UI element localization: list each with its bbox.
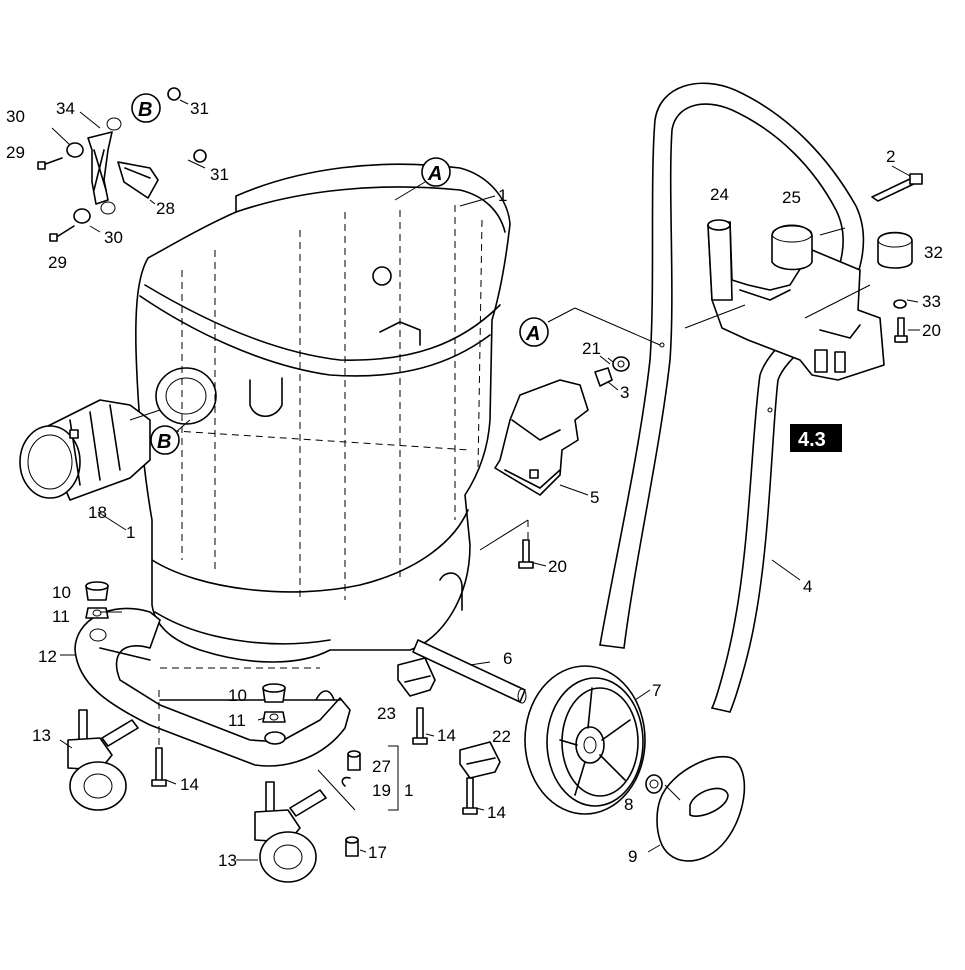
label-part-19: 19 bbox=[372, 781, 391, 800]
label-part-12: 12 bbox=[38, 647, 57, 666]
label-part-8: 8 bbox=[624, 795, 633, 814]
label-part-11-left: 11 bbox=[52, 607, 70, 626]
label-part-31-upper: 31 bbox=[190, 99, 209, 118]
label-part-13-upper: 13 bbox=[32, 726, 51, 745]
hose-connector bbox=[19, 399, 161, 501]
label-part-25: 25 bbox=[782, 188, 801, 207]
label-part-34: 34 bbox=[56, 99, 75, 118]
bolts-14 bbox=[151, 539, 534, 815]
part-number-labels: 1 2 3 4 5 6 7 8 9 10 11 12 13 14 10 11 2… bbox=[6, 99, 943, 870]
label-part-11-center: 11 bbox=[228, 711, 246, 730]
label-part-10-center: 10 bbox=[228, 686, 247, 705]
main-wheel bbox=[524, 665, 651, 815]
callout-a-right-label: A bbox=[525, 323, 540, 345]
label-part-21: 21 bbox=[582, 339, 601, 358]
label-part-17: 17 bbox=[368, 843, 387, 862]
label-part-5: 5 bbox=[590, 488, 599, 507]
hub-cap bbox=[645, 774, 663, 794]
axle bbox=[412, 639, 527, 704]
label-part-30-lower: 30 bbox=[104, 228, 123, 247]
label-part-20-lower: 20 bbox=[548, 557, 567, 576]
label-part-1-hose: 1 bbox=[126, 523, 135, 542]
section-badge-label: 4.3 bbox=[798, 429, 826, 451]
label-part-6: 6 bbox=[503, 649, 512, 668]
label-part-18: 18 bbox=[88, 503, 107, 522]
label-part-1-tank: 1 bbox=[498, 186, 507, 205]
cap-nut-left bbox=[85, 581, 109, 619]
callout-b-lower: B bbox=[150, 419, 191, 455]
cap-nut-center bbox=[257, 683, 286, 723]
section-badge: 4.3 bbox=[790, 424, 842, 452]
label-part-31-lower: 31 bbox=[210, 165, 229, 184]
label-part-20-upper: 20 bbox=[922, 321, 941, 340]
callout-b-lower-label: B bbox=[157, 431, 171, 453]
callout-a-upper: A bbox=[394, 157, 451, 201]
castor-wheel-upper bbox=[67, 709, 139, 811]
push-handle-frame bbox=[599, 82, 865, 713]
label-part-23: 23 bbox=[377, 704, 396, 723]
label-part-14-middle: 14 bbox=[437, 726, 456, 745]
base-chassis bbox=[74, 607, 351, 767]
label-part-13-lower: 13 bbox=[218, 851, 237, 870]
label-part-22: 22 bbox=[492, 727, 511, 746]
label-part-27: 27 bbox=[372, 757, 391, 776]
label-part-4: 4 bbox=[803, 577, 812, 596]
label-part-7: 7 bbox=[652, 681, 661, 700]
callout-a-upper-label: A bbox=[427, 163, 442, 185]
label-part-1-group: 1 bbox=[404, 781, 413, 800]
bracket-part-5 bbox=[479, 379, 589, 551]
label-part-2: 2 bbox=[886, 147, 895, 166]
label-part-32: 32 bbox=[924, 243, 943, 262]
label-part-14-right: 14 bbox=[487, 803, 506, 822]
handle-mount-assembly bbox=[684, 173, 923, 381]
label-part-30-upper: 30 bbox=[6, 107, 25, 126]
label-part-9: 9 bbox=[628, 847, 637, 866]
label-part-33: 33 bbox=[922, 292, 941, 311]
wheel-cover bbox=[647, 755, 746, 862]
small-fasteners bbox=[341, 745, 399, 857]
label-part-29-lower: 29 bbox=[48, 253, 67, 272]
label-part-3: 3 bbox=[620, 383, 629, 402]
label-part-10-left: 10 bbox=[52, 583, 71, 602]
castor-wheel-lower bbox=[254, 769, 356, 883]
label-part-24: 24 bbox=[710, 185, 729, 204]
label-part-14-left: 14 bbox=[180, 775, 199, 794]
leader-lines bbox=[59, 165, 920, 861]
callout-a-right: A bbox=[519, 307, 661, 347]
callout-b-upper: B bbox=[131, 93, 161, 123]
callout-b-upper-label: B bbox=[138, 99, 152, 121]
washer-21-cap-3 bbox=[594, 356, 630, 387]
label-part-28: 28 bbox=[156, 199, 175, 218]
tank-container bbox=[135, 163, 511, 663]
brackets-22-23 bbox=[397, 657, 501, 779]
handle-clip-assembly bbox=[37, 87, 207, 242]
label-part-29-upper: 29 bbox=[6, 143, 25, 162]
